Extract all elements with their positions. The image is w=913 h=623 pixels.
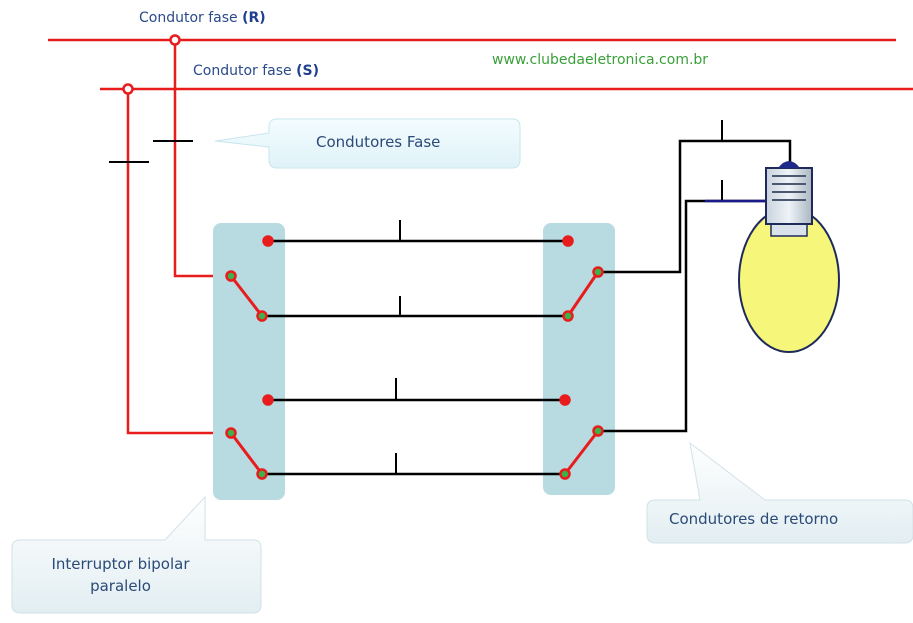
phase-s-drop (126, 89, 231, 435)
callout-switch-text: Interruptor bipolar paralelo (18, 553, 223, 597)
return-wire-top (598, 139, 792, 274)
callout-switch-line1: Interruptor bipolar (51, 555, 190, 573)
callout-phase-conductors (214, 118, 521, 169)
phase-s-label-prefix: Condutor fase (193, 63, 297, 79)
callout-switch-line2: paralelo (90, 577, 151, 595)
phase-r-tag: (R) (242, 10, 266, 26)
callout-switch (11, 495, 262, 614)
callout-return-conductors (646, 441, 913, 544)
callout-phase-text: Condutores Fase (316, 133, 441, 151)
terminals (122, 34, 604, 480)
callout-return-text: Condutores de retorno (669, 510, 839, 528)
phase-r-label-prefix: Condutor fase (139, 10, 243, 26)
phase-s-label: Condutor fase (S) (193, 63, 319, 79)
return-wire-bottom (598, 199, 768, 433)
phase-r-drop (173, 40, 231, 278)
traveler-markers (395, 220, 401, 474)
website-url[interactable]: www.clubedaeletronica.com.br (492, 52, 709, 68)
phase-s-tag: (S) (296, 63, 319, 79)
phase-r-label: Condutor fase (R) (139, 10, 266, 26)
traveler-wires (262, 239, 568, 476)
light-bulb-icon (738, 161, 840, 353)
switch-levers (229, 271, 600, 475)
